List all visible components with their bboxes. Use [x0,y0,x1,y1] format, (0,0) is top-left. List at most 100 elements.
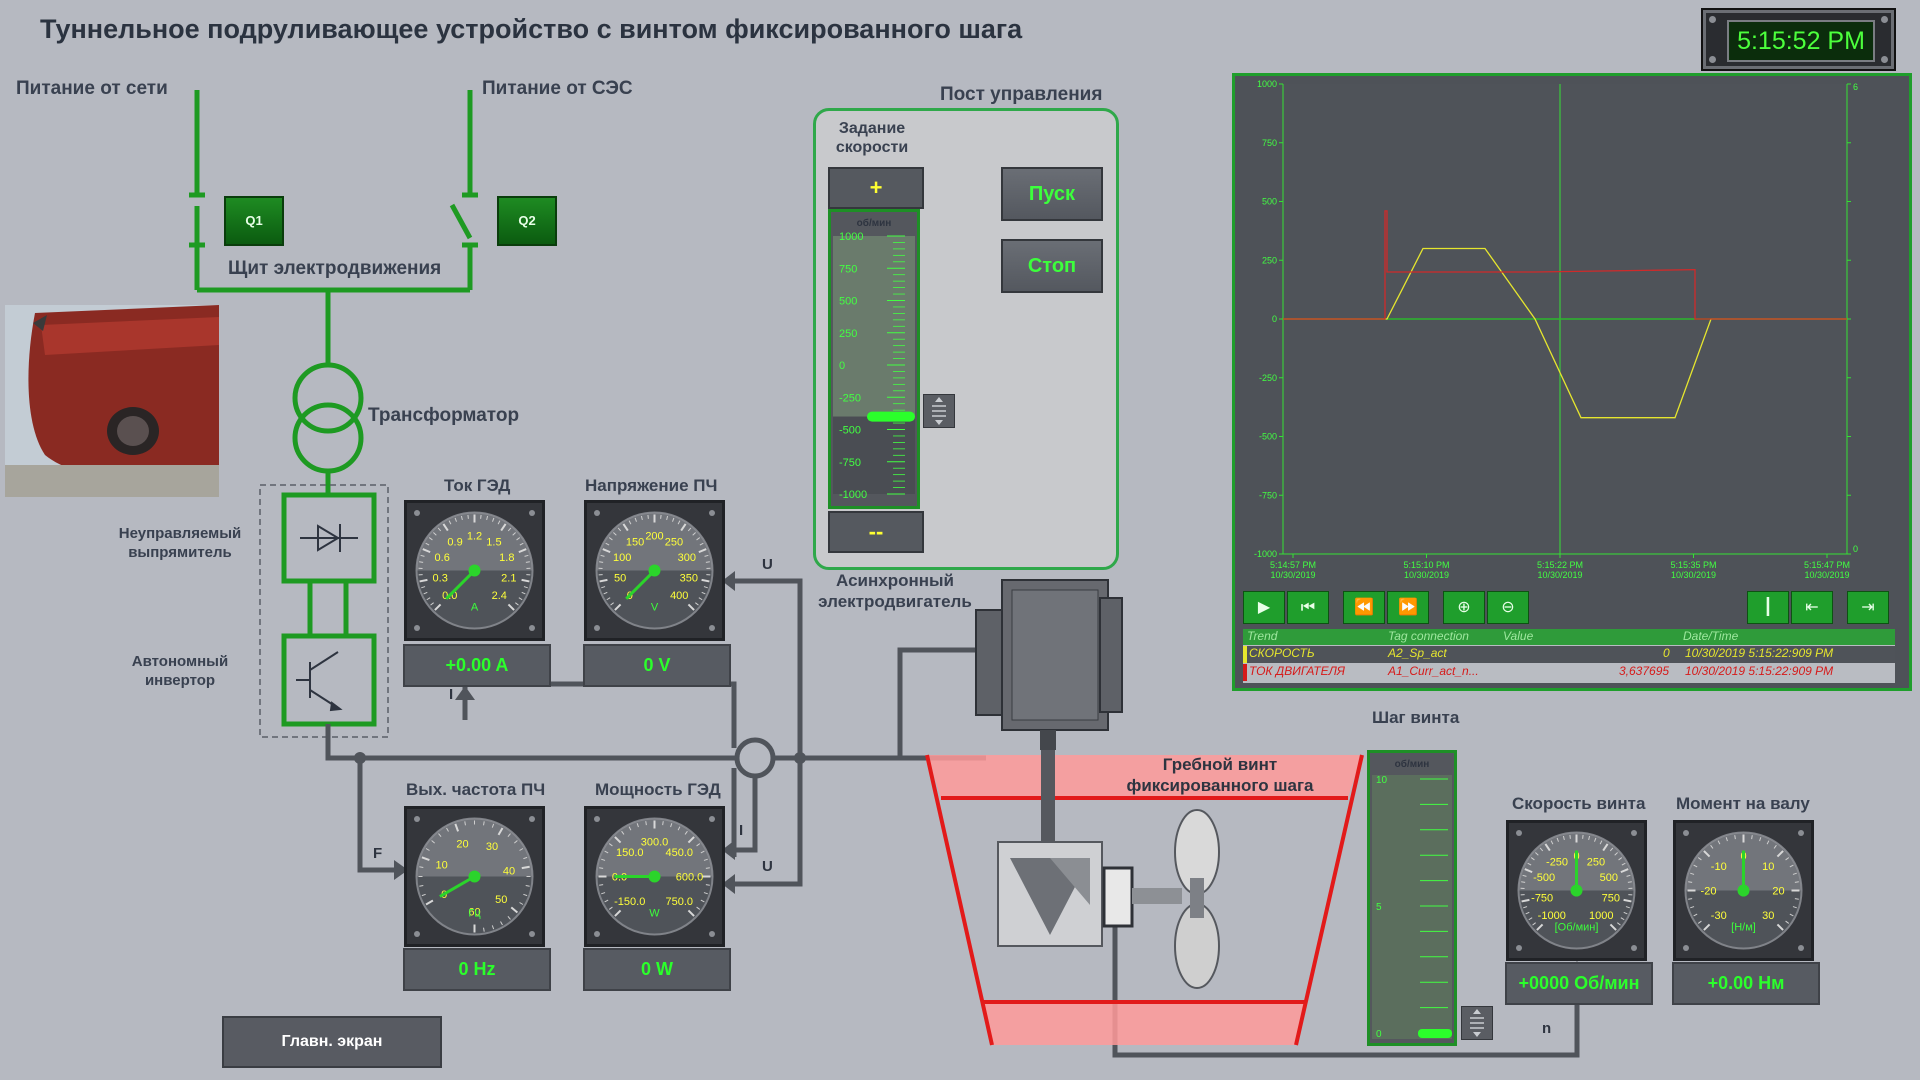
gauge-screw [709,510,715,516]
trend-row[interactable]: СКОРОСТЬ A2_Sp_act 0 10/30/2019 5:15:22:… [1243,646,1895,663]
pitch-scale-label: 10 [1376,775,1388,786]
current-color-swatch [1243,664,1247,681]
speed-minus-button[interactable]: -- [828,511,924,553]
gauge-minor-tick [1621,862,1626,866]
gauge-minor-tick [600,554,605,557]
gauge-minor-tick [1626,874,1631,877]
trend-play-button[interactable]: ▶ [1243,591,1285,624]
gauge-minor-tick [1525,911,1530,915]
gauge-scale-label: 400 [670,590,688,602]
gauge-minor-tick [486,515,489,521]
gauge-scale-label: -500 [1533,872,1555,884]
gauge-scale-label: 150 [626,536,644,548]
gauge-minor-tick [628,826,632,831]
gauge-unit-label: [Об/мин] [1555,922,1599,934]
gauge-minor-tick [603,591,608,595]
trend-y-label: 500 [1262,197,1277,207]
gauge-tick [687,909,695,917]
gauge-hub [468,564,481,577]
gauge-hub [648,564,661,577]
gauge-unit-label: Гц [468,908,481,920]
gauge-tick [1623,898,1632,903]
gauge-minor-tick [1627,881,1632,883]
slider-thumb-icon[interactable] [923,394,955,428]
gauge-minor-tick [1751,835,1753,840]
motor-label: Асинхронный электродвигатель [818,571,972,611]
gauge-minor-tick [437,527,442,532]
breaker-q1-button[interactable]: Q1 [224,196,284,246]
ruler-icon: ┃ [1763,599,1773,616]
pitch-scale-label: 0 [1376,1029,1382,1040]
start-button[interactable]: Пуск [1001,167,1103,221]
th-trend: Trend [1247,629,1278,643]
gauge-scale-label: 2.1 [501,572,516,584]
gauge-scale-label: -750 [1531,892,1553,904]
gauge-minor-tick [425,848,430,851]
gauge-minor-tick [1599,840,1603,845]
gauge-scale-label: 20 [456,839,468,851]
gauge-screw [414,816,420,822]
gauge-scale-label: 250 [665,536,683,548]
gauge-minor-tick [1688,898,1693,900]
skip-first-icon: ⏮ [1300,599,1316,616]
gauge-minor-tick [518,597,523,601]
gauge-screw [414,931,420,937]
trend-zoom-in-button[interactable]: ⊕ [1443,591,1485,624]
gauge-screw [594,510,600,516]
gauge-tick [422,548,431,554]
trend-row-value: 3,637695 [1619,664,1670,678]
gauge-scale-label: 0.3 [433,572,448,584]
trend-ruler-left-button[interactable]: ⇤ [1791,591,1833,624]
gauge-tick [442,523,449,532]
main-screen-button[interactable]: Главн. экран [222,1016,442,1068]
gauge-tick [1776,923,1784,931]
frequency-gauge-title: Вых. частота ПЧ [406,780,546,799]
trend-row[interactable]: ТОК ДВИГАТЕЛЯ A1_Curr_act_n... 3,637695 … [1243,664,1895,681]
gauge-minor-tick [704,554,709,557]
stop-button[interactable]: Стоп [1001,239,1103,293]
gauge-minor-tick [1693,913,1698,917]
pitch-thumb-icon[interactable] [1461,1006,1493,1040]
gauge-minor-tick [523,856,528,860]
gauge-minor-tick [523,893,528,897]
trend-back-button[interactable]: ⏪ [1343,591,1385,624]
gauge-minor-tick [1623,911,1628,915]
breaker-q2-button[interactable]: Q2 [497,196,557,246]
gauge-minor-tick [696,906,701,910]
trend-x-label: 5:14:57 PM [1270,560,1316,570]
gauge-screw [709,816,715,822]
trend-first-button[interactable]: ⏮ [1287,591,1329,624]
trend-ruler-right-button[interactable]: ⇥ [1847,591,1889,624]
gauge-screw [529,931,535,937]
gauge-minor-tick [640,515,643,521]
gauge-hub [468,870,481,883]
gauge-minor-tick [606,597,611,601]
gauge-tick [602,548,611,554]
gauge-minor-tick [1697,857,1702,861]
gauge-minor-tick [1588,835,1591,841]
gauge-minor-tick [695,602,699,606]
gauge-minor-tick [512,532,516,536]
gauge-screw [529,625,535,631]
gauge-minor-tick [1688,881,1693,883]
gauge-minor-tick [425,542,430,546]
rewind-icon: ⏪ [1354,599,1374,616]
trend-zoom-out-button[interactable]: ⊖ [1487,591,1529,624]
gauge-minor-tick [703,586,708,589]
gauge-tick [434,603,442,611]
speed-plus-button[interactable]: + [828,167,924,209]
speed-color-swatch [1243,646,1247,663]
gauge-tick [698,548,707,554]
gauge-minor-tick [1594,837,1597,842]
trend-ruler-button[interactable]: ┃ [1747,591,1789,624]
wire-label-i1: I [449,686,454,703]
current-readout: +0.00 A [403,644,551,687]
gauge-tick [614,909,622,917]
gauge-minor-tick [492,517,495,522]
gauge-tick [518,548,527,554]
trend-forward-button[interactable]: ⏩ [1387,591,1429,624]
gauge-scale-label: 250 [1587,856,1605,868]
